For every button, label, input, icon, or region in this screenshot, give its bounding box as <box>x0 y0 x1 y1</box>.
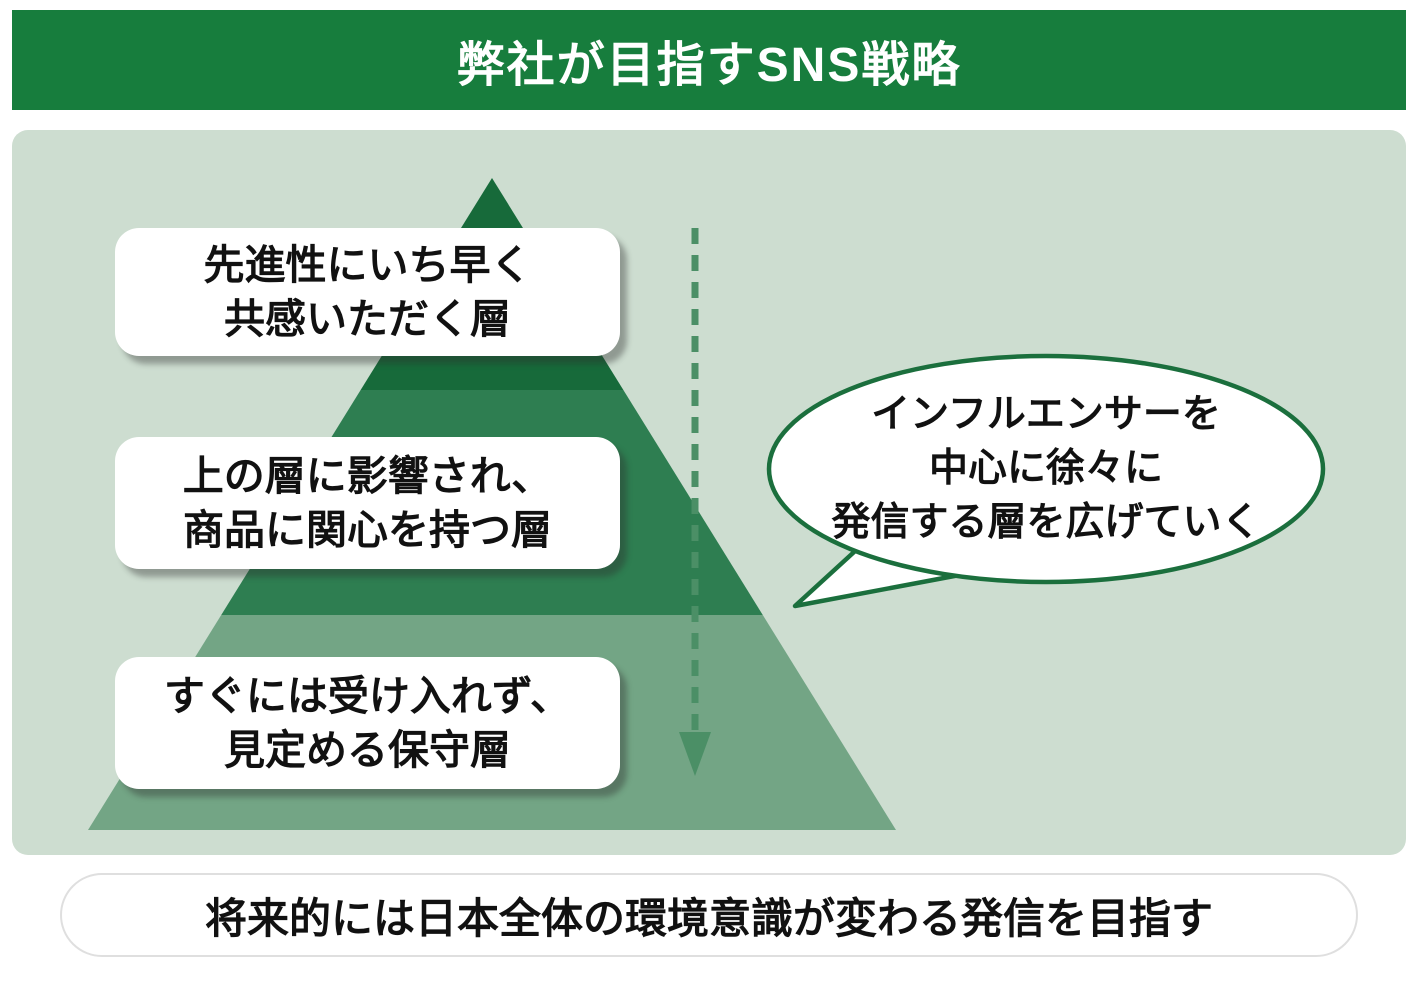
tier-label-bottom-line1: すぐには受け入れず、 <box>163 672 572 719</box>
speech-bubble-line2: 中心に徐々に <box>928 447 1163 491</box>
tier-label-bottom-line2: 見定める保守層 <box>224 727 511 773</box>
footer-banner-text: 将来的には日本全体の環境意識が変わる発信を目指す <box>204 894 1213 942</box>
speech-bubble-shape <box>766 353 1326 609</box>
down-arrow-head-icon <box>679 732 711 776</box>
tier-label-top-line1: 先進性にいち早く <box>203 241 532 288</box>
footer-banner: 将来的には日本全体の環境意識が変わる発信を目指す <box>60 873 1358 957</box>
page-title: 弊社が目指すSNS戦略 <box>456 39 962 92</box>
tier-label-top: 先進性にいち早く 共感いただく層 <box>115 228 620 356</box>
speech-bubble-line3: 発信する層を広げていく <box>831 500 1261 544</box>
tier-label-middle: 上の層に影響され、 商品に関心を持つ層 <box>115 437 620 569</box>
speech-bubble-body <box>766 353 1326 585</box>
diagram-panel: 先進性にいち早く 共感いただく層 上の層に影響され、 商品に関心を持つ層 すぐに… <box>12 130 1406 855</box>
speech-bubble-text: インフルエンサーを 中心に徐々に 発信する層を広げていく <box>765 352 1327 586</box>
tier-label-middle-line2: 商品に関心を持つ層 <box>183 507 552 553</box>
title-bar: 弊社が目指すSNS戦略 <box>12 10 1406 110</box>
tier-label-bottom: すぐには受け入れず、 見定める保守層 <box>115 657 620 789</box>
speech-bubble: インフルエンサーを 中心に徐々に 発信する層を広げていく <box>765 352 1327 614</box>
tier-label-middle-line1: 上の層に影響され、 <box>182 452 553 499</box>
speech-bubble-line1: インフルエンサーを <box>871 393 1221 437</box>
tier-label-top-line2: 共感いただく層 <box>224 296 511 342</box>
